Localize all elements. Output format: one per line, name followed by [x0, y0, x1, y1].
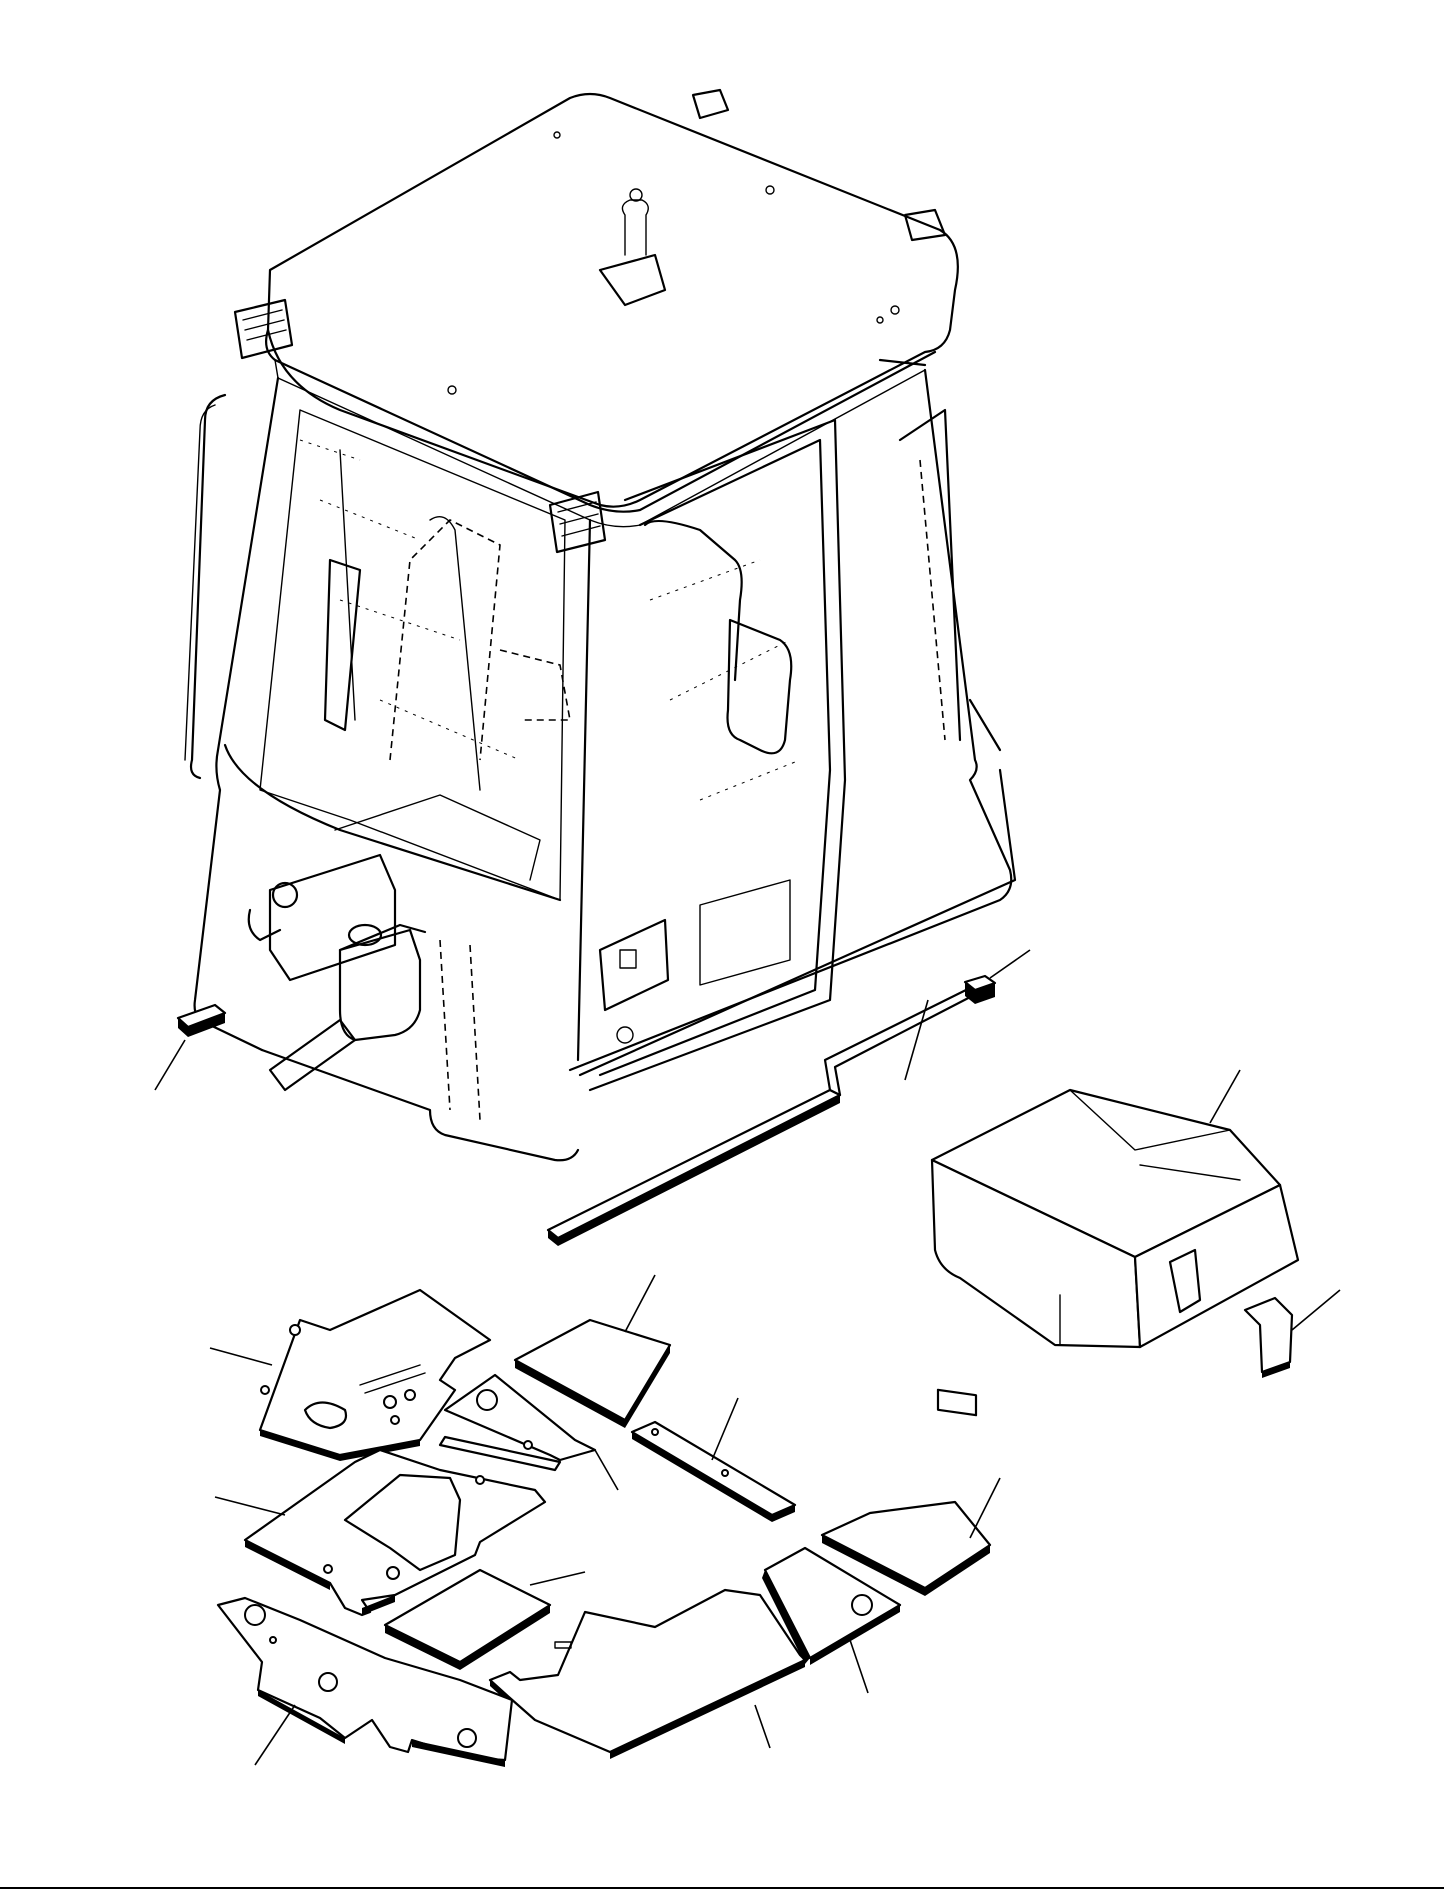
mat-front-left — [209, 1288, 492, 1461]
mat-rear-right — [762, 1546, 902, 1694]
work-light-left — [233, 298, 294, 360]
cover-box — [930, 1069, 1300, 1417]
seal-block — [963, 949, 1031, 1004]
battery-box — [598, 918, 670, 1012]
seal-strip-left — [154, 1003, 227, 1091]
mat-side-right — [820, 1477, 1001, 1596]
mat-wedge — [438, 1373, 619, 1491]
cab-body — [184, 88, 1017, 1162]
cylinder-unit — [247, 853, 397, 982]
mat-center — [214, 1448, 547, 1617]
mat-bottom-left — [216, 1596, 514, 1767]
washer-tank — [338, 923, 427, 1042]
seal-strip-long — [546, 986, 980, 1246]
work-light-right — [548, 490, 607, 554]
cover-clip — [1243, 1289, 1341, 1378]
mat-small-square — [383, 1568, 586, 1670]
mat-front-right — [513, 1274, 672, 1428]
mat-strip — [630, 1397, 797, 1522]
